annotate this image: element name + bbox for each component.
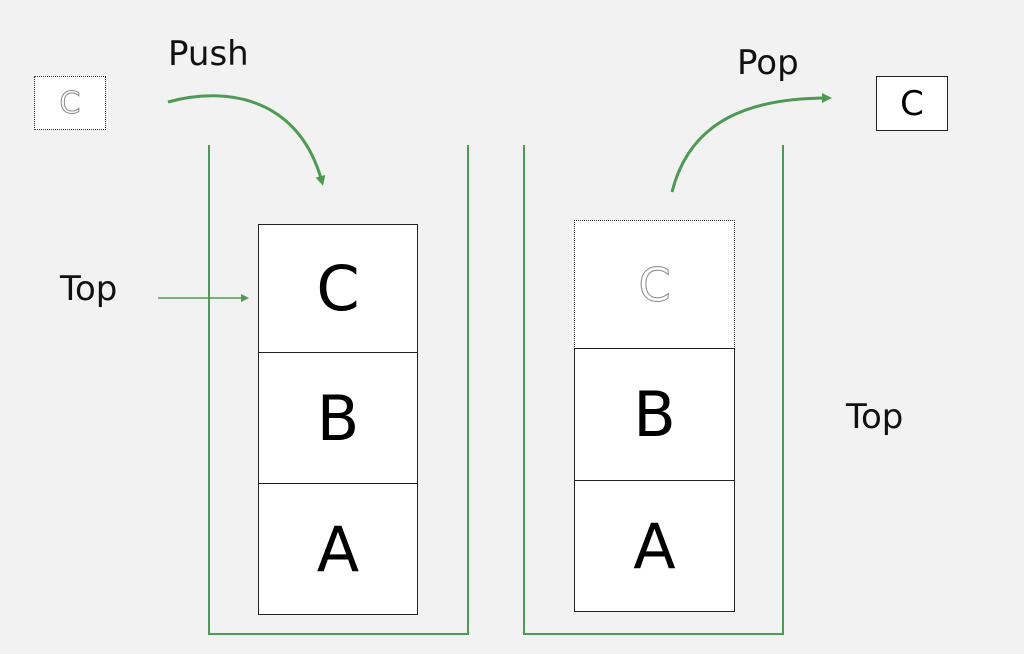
pop-arrow — [670, 93, 832, 193]
left-stack-container — [208, 145, 469, 635]
right-stack-cell-label: B — [633, 378, 676, 451]
right-stack-cell-bottom: A — [574, 480, 735, 612]
left-stack-cell-middle: B — [258, 352, 418, 484]
left-stack-cell-label: C — [316, 252, 360, 325]
left-stack-cell-label: A — [316, 512, 360, 586]
left-stack-cell-label: B — [316, 381, 360, 455]
right-stack-removed-cell: C — [574, 220, 735, 349]
incoming-element-box: C — [34, 76, 106, 130]
removed-cell-label: C — [638, 257, 671, 312]
push-arrow — [167, 94, 326, 186]
right-stack-cell-label: A — [633, 509, 676, 583]
right-stack-cell-middle: B — [574, 348, 735, 481]
left-top-label: Top — [60, 269, 118, 309]
left-stack-cell-top: C — [258, 224, 418, 353]
pop-label: Pop — [737, 43, 799, 83]
popped-element-label: C — [900, 83, 924, 124]
right-stack-container — [523, 145, 784, 635]
push-label: Push — [168, 34, 249, 74]
right-top-label: Top — [846, 397, 904, 437]
left-stack-cell-bottom: A — [258, 483, 418, 615]
incoming-element-label: C — [59, 85, 81, 121]
popped-element-box: C — [876, 76, 948, 131]
